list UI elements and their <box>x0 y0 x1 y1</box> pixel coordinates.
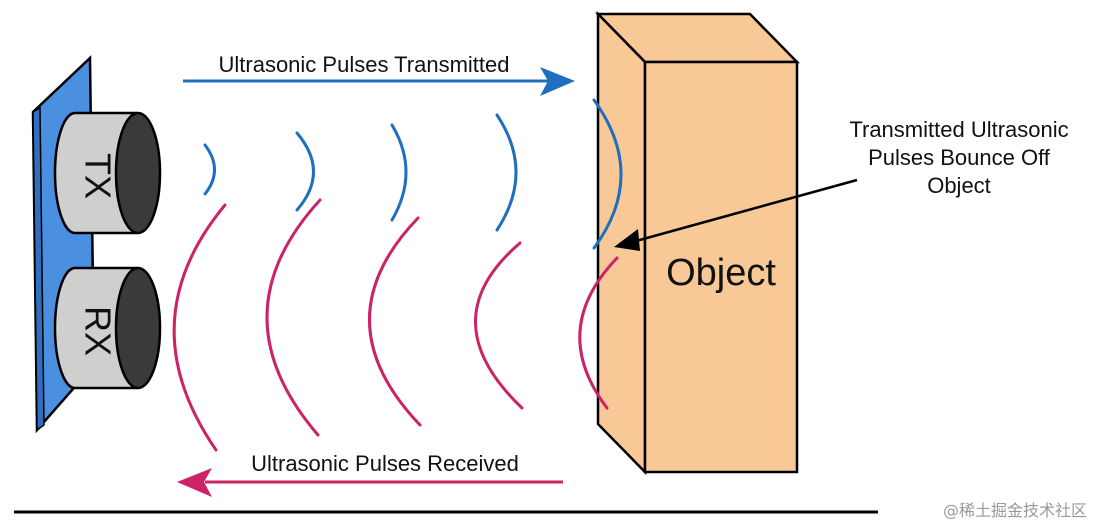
receive-wave-4 <box>474 241 524 410</box>
transmit-wave-2 <box>295 131 315 212</box>
transmit-wave-4 <box>495 113 518 232</box>
bounce-annotation: Transmitted Ultrasonic Pulses Bounce Off… <box>614 117 1069 251</box>
rx-transducer-body <box>53 266 138 390</box>
bounce-label-line3: Object <box>927 173 991 198</box>
tx-transducer-body <box>53 111 138 235</box>
transmitted-waves <box>203 98 623 250</box>
bounce-pointer-head <box>614 229 640 251</box>
transmitted-label: Ultrasonic Pulses Transmitted <box>219 52 510 77</box>
transmit-wave-3 <box>390 123 408 222</box>
bounce-label-line2: Pulses Bounce Off <box>868 145 1051 170</box>
received-arrow <box>177 468 563 497</box>
rx-label: RX <box>77 306 118 356</box>
transmit-wave-5 <box>592 98 623 250</box>
bounce-label-line1: Transmitted Ultrasonic <box>849 117 1068 142</box>
transmit-wave-1 <box>203 143 216 196</box>
receive-wave-3 <box>368 216 422 427</box>
rx-transducer: RX <box>53 266 162 390</box>
object-front-face <box>643 60 799 474</box>
tx-transducer-face <box>114 111 162 235</box>
rx-transducer-face <box>114 266 162 390</box>
watermark: @稀土掘金技术社区 <box>943 501 1087 520</box>
transmitted-arrow <box>183 67 575 96</box>
received-label: Ultrasonic Pulses Received <box>251 451 519 476</box>
received-arrow-head <box>177 468 212 497</box>
object-label: Object <box>666 252 776 294</box>
receive-wave-1 <box>172 203 227 452</box>
tx-label: TX <box>77 153 118 199</box>
received-waves <box>172 198 619 452</box>
bounce-pointer-line <box>635 178 858 243</box>
receive-wave-5 <box>578 256 619 410</box>
receive-wave-2 <box>265 198 322 437</box>
sensor-board-edge <box>32 106 45 432</box>
tx-transducer: TX <box>53 111 162 235</box>
transmitted-arrow-head <box>540 67 575 96</box>
